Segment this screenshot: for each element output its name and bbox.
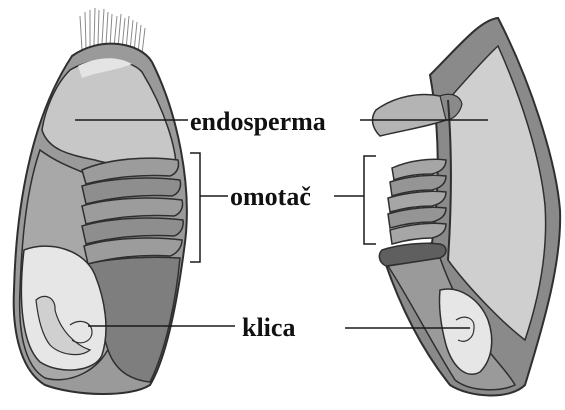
left-grain <box>14 8 187 394</box>
left-grain-coat-layers <box>82 158 183 264</box>
coat-label: omotač <box>230 182 311 211</box>
right-grain <box>373 18 561 396</box>
coat-bracket-left <box>190 153 200 262</box>
germ-label: klica <box>242 313 295 342</box>
right-grain-coat-layers <box>388 159 446 244</box>
coat-bracket-right <box>364 156 376 244</box>
endosperm-label: endosperma <box>190 107 326 136</box>
